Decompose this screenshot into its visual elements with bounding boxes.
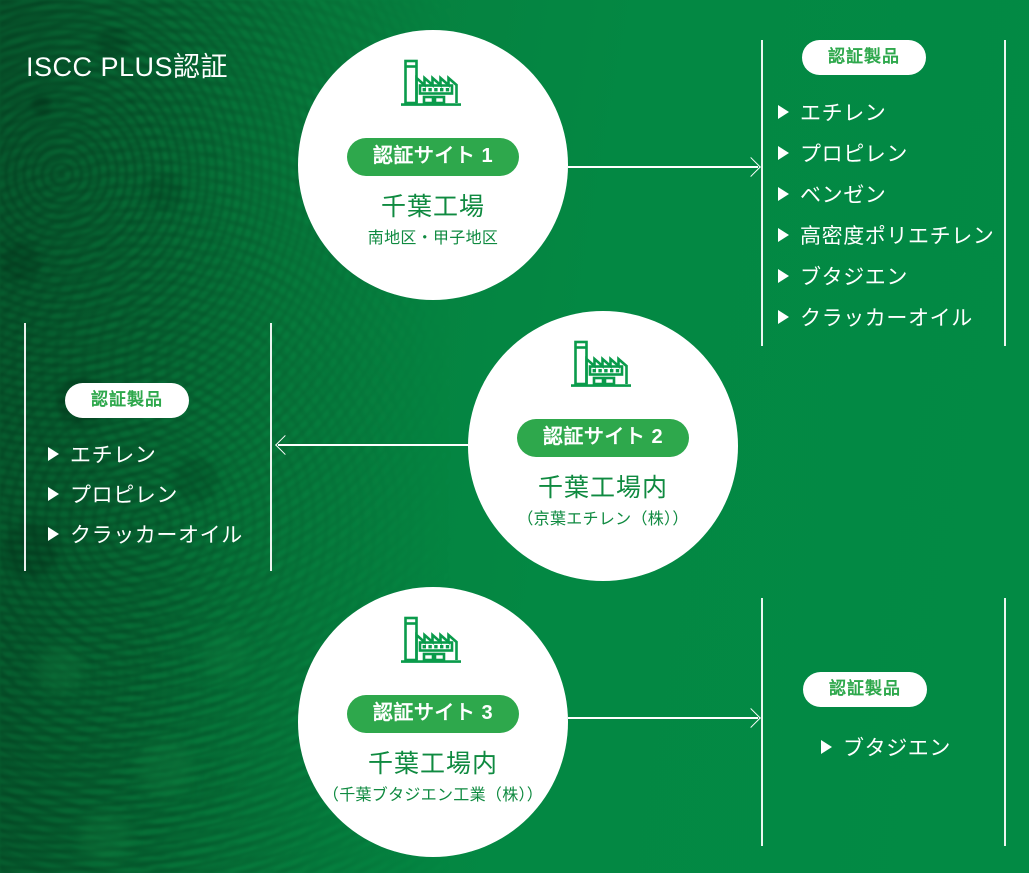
product-group-site-1: 認証製品 エチレン プロピレン ベンゼン 高密度ポリエチレン ブタジエン: [778, 40, 994, 338]
arrow-head-right-icon: [741, 707, 761, 728]
arrow-site-1-to-products: [568, 156, 761, 178]
product-list: ブタジエン: [821, 727, 951, 767]
arrow-head-left-icon: [275, 434, 295, 455]
background-light-patch: [0, 600, 300, 873]
list-item: プロピレン: [48, 474, 243, 514]
list-item: エチレン: [48, 434, 243, 474]
rail-top-right-left: [761, 40, 763, 346]
product-label: プロピレン: [800, 143, 908, 167]
rail-left-left: [24, 323, 26, 571]
product-label: エチレン: [800, 102, 887, 126]
list-item: クラッカーオイル: [48, 514, 243, 554]
triangle-bullet-icon: [778, 105, 789, 120]
arrow-site-2-to-products: [275, 434, 468, 456]
site-name: 千葉工場: [380, 193, 485, 221]
site-badge: 認証サイト 1: [346, 138, 520, 176]
product-group-site-2: 認証製品 エチレン プロピレン クラッカーオイル: [48, 383, 243, 554]
triangle-bullet-icon: [48, 526, 59, 541]
product-group-site-3: 認証製品 ブタジエン: [803, 672, 951, 767]
product-group-heading: 認証製品: [65, 383, 189, 418]
product-group-heading: 認証製品: [803, 672, 927, 707]
triangle-bullet-icon: [778, 187, 789, 202]
arrow-head-right-icon: [741, 156, 761, 177]
triangle-bullet-icon: [778, 146, 789, 161]
page-title: ISCC PLUS認証: [26, 52, 229, 82]
site-sublabel: 南地区・甲子地区: [367, 230, 499, 247]
rail-top-right-right: [1004, 40, 1006, 346]
product-label: ブタジエン: [843, 736, 951, 760]
triangle-bullet-icon: [778, 269, 789, 284]
product-label: エチレン: [70, 443, 157, 467]
triangle-bullet-icon: [821, 739, 832, 754]
triangle-bullet-icon: [48, 486, 59, 501]
arrow-shaft: [568, 166, 758, 168]
rail-bottom-right-right: [1004, 598, 1006, 846]
site-card-1: 認証サイト 1 千葉工場 南地区・甲子地区: [298, 30, 568, 300]
list-item: ブタジエン: [821, 727, 951, 767]
site-sublabel: （京葉エチレン（株））: [517, 511, 689, 528]
product-list: エチレン プロピレン クラッカーオイル: [48, 434, 243, 554]
product-label: クラッカーオイル: [800, 307, 973, 331]
site-card-2: 認証サイト 2 千葉工場内 （京葉エチレン（株））: [468, 311, 738, 581]
triangle-bullet-icon: [48, 446, 59, 461]
product-label: クラッカーオイル: [70, 523, 243, 547]
arrow-shaft: [568, 717, 758, 719]
product-label: 高密度ポリエチレン: [800, 225, 995, 249]
site-sublabel: （千葉ブタジエン工業（株））: [322, 787, 544, 804]
list-item: クラッカーオイル: [778, 297, 994, 338]
arrow-shaft: [278, 444, 468, 446]
site-name: 千葉工場内: [537, 474, 668, 502]
product-label: プロピレン: [70, 483, 178, 507]
factory-icon: [567, 337, 639, 402]
list-item: エチレン: [778, 92, 994, 133]
product-label: ブタジエン: [800, 266, 908, 290]
product-list: エチレン プロピレン ベンゼン 高密度ポリエチレン ブタジエン クラッカーオイル: [778, 92, 994, 338]
site-badge: 認証サイト 2: [516, 419, 690, 457]
triangle-bullet-icon: [778, 228, 789, 243]
list-item: ベンゼン: [778, 174, 994, 215]
factory-icon: [397, 613, 469, 678]
arrow-site-3-to-products: [568, 707, 761, 729]
factory-icon: [397, 56, 469, 121]
site-badge: 認証サイト 3: [346, 695, 520, 733]
list-item: 高密度ポリエチレン: [778, 215, 994, 256]
product-group-heading: 認証製品: [802, 40, 926, 75]
list-item: プロピレン: [778, 133, 994, 174]
site-card-3: 認証サイト 3 千葉工場内 （千葉ブタジエン工業（株））: [298, 587, 568, 857]
rail-left-right: [270, 323, 272, 571]
list-item: ブタジエン: [778, 256, 994, 297]
product-label: ベンゼン: [800, 184, 887, 208]
triangle-bullet-icon: [778, 310, 789, 325]
background-branch-texture: [0, 0, 350, 310]
rail-bottom-right-left: [761, 598, 763, 846]
site-name: 千葉工場内: [367, 750, 498, 778]
